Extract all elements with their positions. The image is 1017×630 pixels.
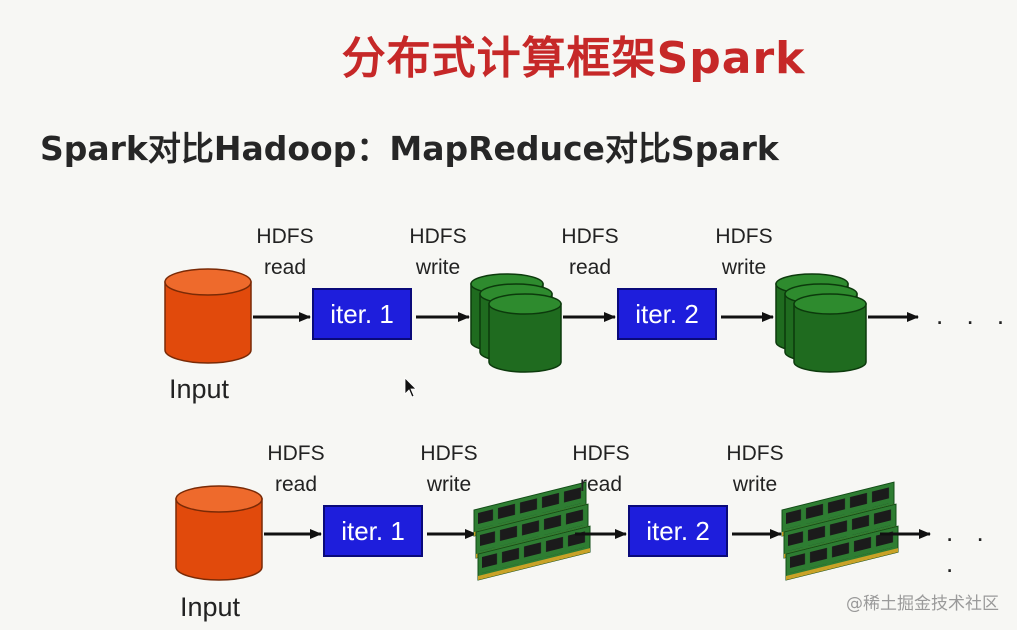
- iteration-box-row2-2: iter. 2: [628, 505, 728, 557]
- input-cylinder-row1: [164, 268, 252, 364]
- iteration-box-row1-1: iter. 1: [312, 288, 412, 340]
- slide-title: 分布式计算框架Spark: [341, 33, 806, 84]
- ellipsis-row1: . . .: [936, 300, 1013, 330]
- hdfs-cylinder-stack-1: [470, 273, 562, 373]
- memory-module-stack-2: [781, 481, 899, 581]
- input-label-row2: Input: [180, 592, 241, 622]
- iteration-box-row1-2: iter. 2: [617, 288, 717, 340]
- mouse-cursor-icon: [404, 377, 417, 398]
- iteration-box-row2-1: iter. 1: [323, 505, 423, 557]
- watermark: @稀土掘金技术社区: [846, 594, 999, 614]
- ellipsis-row2: . . .: [946, 517, 992, 578]
- memory-module-stack-1: [473, 481, 591, 581]
- hdfs-cylinder-stack-2: [775, 273, 867, 373]
- input-label-row1: Input: [169, 374, 230, 404]
- input-cylinder-row2: [175, 485, 263, 581]
- slide-subtitle: Spark对比Hadoop：MapReduce对比Spark: [40, 129, 779, 168]
